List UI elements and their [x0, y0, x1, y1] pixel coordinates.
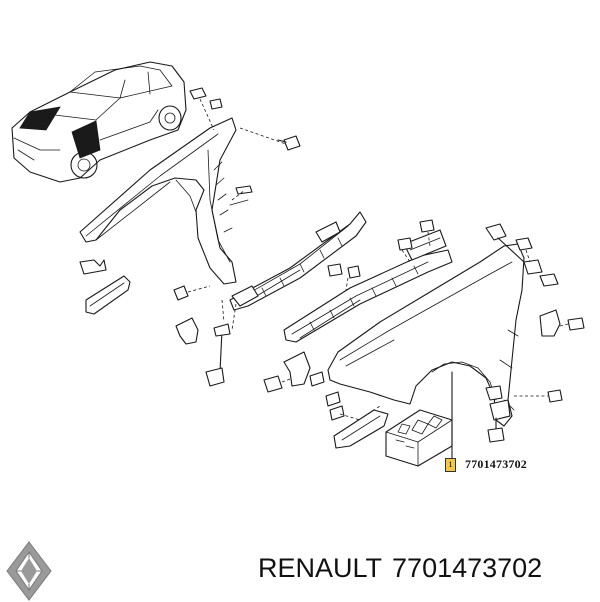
- callout-part-number: 7701473702: [465, 457, 527, 471]
- car-thumbnail: [11, 61, 187, 183]
- lower-splash-bracket: [333, 405, 389, 449]
- renault-logo-icon: [6, 541, 52, 601]
- footer-caption: RENAULT 7701473702: [258, 553, 552, 584]
- callout-index-marker: 1: [445, 458, 456, 472]
- left-wing: [79, 117, 237, 285]
- crossmember-bracket: [283, 219, 453, 343]
- right-front-wing: [327, 223, 559, 427]
- bracket-group-right: [487, 309, 585, 443]
- brand-name: RENAULT: [258, 553, 383, 583]
- lower-fasteners: [263, 351, 361, 421]
- fastener-group-top: [189, 87, 301, 206]
- electrical-box: [385, 371, 453, 467]
- footer-part-number: 7701473702: [392, 553, 543, 583]
- bracket-group-left: [79, 259, 231, 387]
- inner-wheel-arch-rail: [229, 211, 367, 331]
